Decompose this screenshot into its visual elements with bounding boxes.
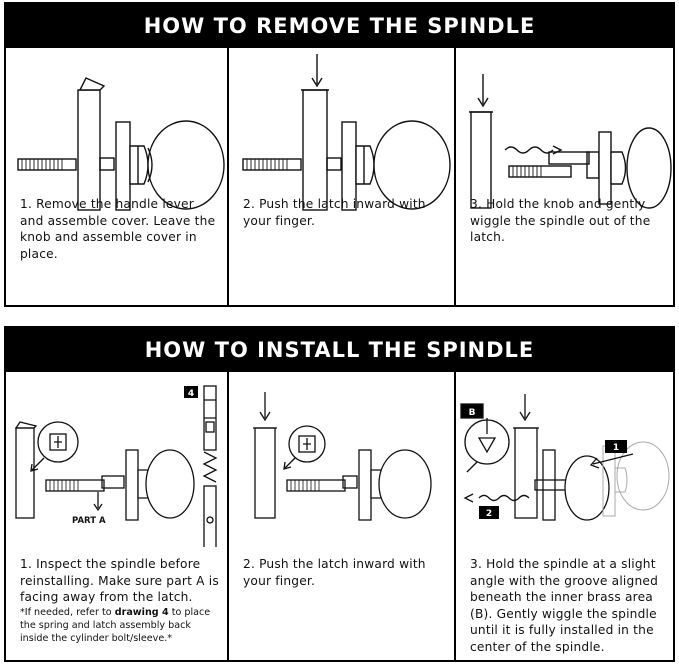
drawing-4-badge: 4 <box>188 389 194 399</box>
remove-step-1-panel: 1. Remove the handle lever and assemble … <box>6 48 229 305</box>
install-section: HOW TO INSTALL THE SPINDLE <box>4 326 675 662</box>
badge-2: 2 <box>486 509 492 519</box>
remove-step-1-caption: 1. Remove the handle lever and assemble … <box>20 197 216 261</box>
remove-step-3-illustration <box>469 74 672 209</box>
remove-title: HOW TO REMOVE THE SPINDLE <box>6 4 673 48</box>
remove-step-3-panel: 3. Hold the knob and gently wiggle the s… <box>456 48 673 305</box>
install-step-1-illustration: 4 PART A <box>14 385 218 547</box>
part-a-label: PART A <box>72 516 106 526</box>
drawing-4-reference: drawing 4 <box>114 607 169 618</box>
remove-step-3-caption: 3. Hold the knob and gently wiggle the s… <box>470 197 651 244</box>
remove-step-2-panel: 2. Push the latch inward with your finge… <box>229 48 456 305</box>
install-step-3-caption: 3. Hold the spindle at a slight angle wi… <box>470 557 659 654</box>
install-step-1-caption: 1. Inspect the spindle before reinstalli… <box>20 557 219 604</box>
badge-b: B <box>469 408 476 418</box>
install-step-2-illustration <box>253 392 432 521</box>
install-title: HOW TO INSTALL THE SPINDLE <box>6 328 673 372</box>
remove-section: HOW TO REMOVE THE SPINDLE <box>4 2 675 307</box>
install-step-3-panel: B 1 2 3. Hold the spindle at a slight an… <box>456 372 673 660</box>
install-step-3-illustration: B 1 2 <box>460 394 670 521</box>
remove-step-1-illustration <box>17 77 225 211</box>
install-step-2-caption: 2. Push the latch inward with your finge… <box>243 557 426 588</box>
remove-step-2-illustration <box>242 54 451 211</box>
install-step-1-panel: 4 PART A 1. Inspect the spindle before r… <box>6 372 229 660</box>
badge-1: 1 <box>613 443 619 453</box>
install-step-1-note: *If needed, refer to drawing 4 to place … <box>20 607 211 644</box>
install-step-2-panel: 2. Push the latch inward with your finge… <box>229 372 456 660</box>
remove-step-2-caption: 2. Push the latch inward with your finge… <box>243 197 426 228</box>
